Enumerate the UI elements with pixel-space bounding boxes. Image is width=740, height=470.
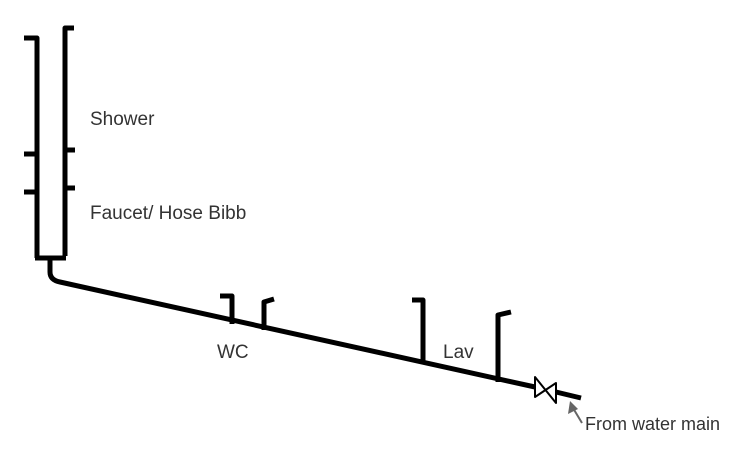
gate-valve-icon <box>534 376 557 404</box>
water-main-label: From water main <box>585 414 721 434</box>
wc-stub-left <box>220 293 235 324</box>
main-supply-pipe <box>47 258 536 390</box>
water-main-arrow-icon <box>568 401 578 414</box>
wc-label: WC <box>217 342 249 363</box>
riser-pipe-right <box>62 25 74 256</box>
shower-label: Shower <box>90 109 155 130</box>
riser-pipe-left <box>24 35 40 258</box>
wc-stub-right <box>261 296 275 330</box>
main-supply-pipe-inlet <box>555 389 582 401</box>
lav-stub-right <box>495 309 512 382</box>
lav-stub-left <box>412 297 426 364</box>
faucet-hose-bibb-label: Faucet/ Hose Bibb <box>90 203 247 224</box>
lav-label: Lav <box>443 342 474 363</box>
